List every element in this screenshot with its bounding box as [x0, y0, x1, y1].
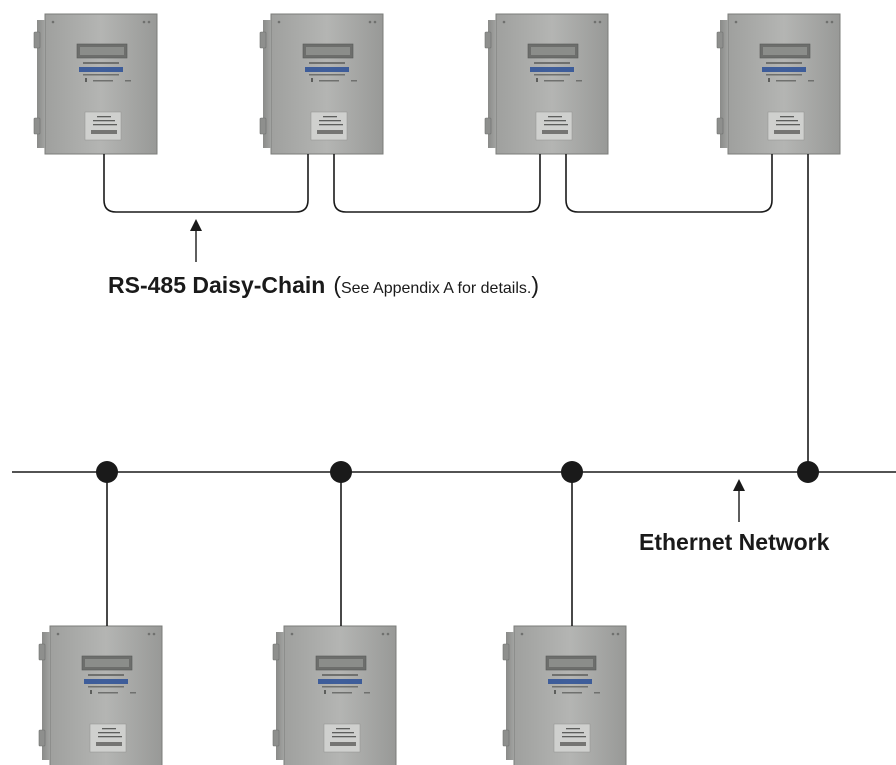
- meter-top-4: [716, 13, 841, 155]
- daisy-chain-paren-close: ): [531, 272, 539, 298]
- rs485-cable-2-3: [333, 154, 541, 213]
- meter-top-2: [259, 13, 384, 155]
- rs485-cable-3-4: [565, 154, 773, 213]
- junction-node-2: [330, 461, 352, 483]
- daisy-chain-paren-open: (: [333, 272, 341, 298]
- daisy-chain-note: See Appendix A for details.: [341, 280, 531, 297]
- ethernet-arrow: [733, 479, 745, 522]
- junction-node-4: [797, 461, 819, 483]
- daisy-chain-caption: RS-485 Daisy-Chain (See Appendix A for de…: [108, 272, 539, 298]
- ethernet-network-label: Ethernet Network: [639, 529, 830, 555]
- junction-node-3: [561, 461, 583, 483]
- rs485-cable-1-2: [103, 154, 309, 213]
- meter-top-3: [484, 13, 609, 155]
- meter-bottom-1: [38, 625, 163, 765]
- meter-top-1: [33, 13, 158, 155]
- daisy-chain-arrow: [190, 219, 202, 262]
- meter-bottom-3: [502, 625, 627, 765]
- junction-node-1: [96, 461, 118, 483]
- meter-bottom-2: [272, 625, 397, 765]
- daisy-chain-label: RS-485 Daisy-Chain: [108, 272, 325, 298]
